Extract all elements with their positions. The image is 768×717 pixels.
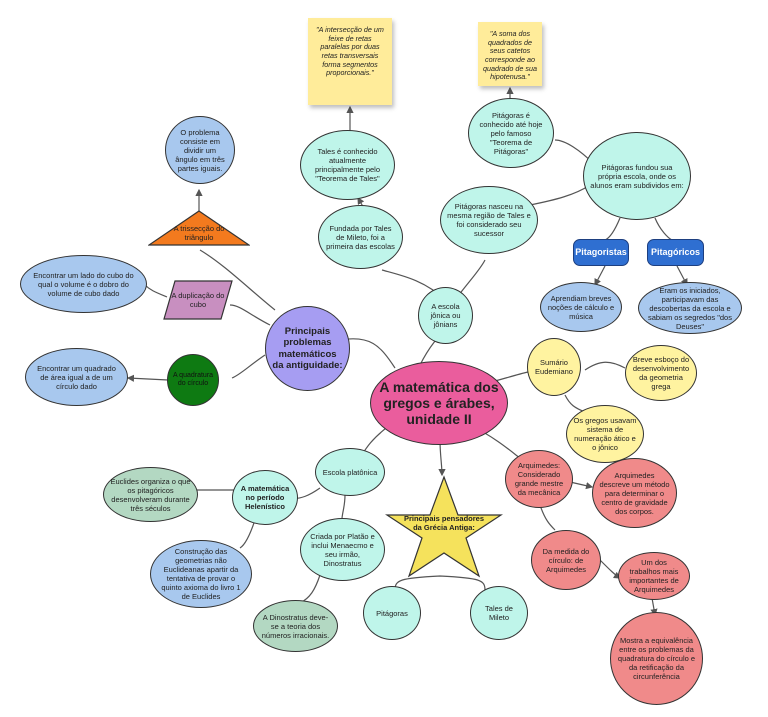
pythagoras-note: "A soma dos quadrados de seus catetos co… [478,22,542,86]
squaring-circle: A quadratura do círculo [167,354,219,406]
thales-founded: Fundada por Tales de Mileto, foi a prime… [318,205,403,269]
trisection-label: A trissecção do triângulo [173,224,225,242]
eudemian-summary: Sumário Eudemiano [527,338,581,396]
circle-measure: Da medida do círculo: de Arquimedes [531,530,601,590]
pythagoras-school: Pitágoras fundou sua própria escola, ond… [583,132,691,220]
dinostratus-node: A Dinostratus deve-se a teoria dos númer… [253,600,338,652]
problems-hub: Principais problemas matemáticos da anti… [265,306,350,391]
trisection-desc: O problema consiste em dividir um ângulo… [165,116,235,184]
pitagoricos-tag: Pitagóricos [647,239,704,266]
archimedes-node: Arquimedes: Considerado grande mestre da… [505,450,573,508]
greek-numeration: Os gregos usavam sistema de numeração át… [566,405,644,463]
central-topic: A matemática dos gregos e árabes, unidad… [370,361,508,445]
ionic-school: A escola jônica ou jônians [418,287,473,344]
pythagoras-born: Pitágoras nasceu na mesma região de Tale… [440,186,538,254]
duplication-shape [163,280,233,320]
thales-known: Tales é conhecido atualmente principalme… [300,130,395,200]
thinkers-star-shape [385,475,503,578]
plato-created: Criada por Platão e inclui Menaecmo e se… [300,518,385,581]
eudemian-brief: Breve esboço do desenvolvimento da geome… [625,345,697,401]
duplication-label: A duplicação do cubo [171,291,225,309]
duplication-desc: Encontrar um lado do cubo do qual o volu… [20,255,147,313]
non-euclid-node: Construção das geometrias não Euclideana… [150,540,252,608]
pitagoristas-tag: Pitagoristas [573,239,629,266]
euclid-node: Euclides organiza o que os pitagóricos d… [103,467,198,522]
thinker-thales: Tales de Mileto [470,586,528,640]
trisection-triangle-shape [148,210,250,246]
squaring-desc: Encontrar um quadrado de área igual a de… [25,348,128,406]
pitagoricos-desc: Eram os iniciados, participavam das desc… [638,282,742,334]
pitagoristas-desc: Aprendiam breves noções de cálculo e mús… [540,282,622,332]
platonic-school: Escola platônica [315,448,385,496]
thinkers-label: Principais pensadores da Grécia Antiga: [403,514,485,532]
equivalence-node: Mostra a equivalência entre os problemas… [610,612,703,705]
thinker-pythagoras: Pitágoras [363,586,421,640]
hellenistic-node: A matemática no período Helenístico [232,470,298,525]
thales-note: "A intersecção de um feixe de retas para… [308,18,392,105]
pythagoras-known: Pitágoras é conhecido até hoje pelo famo… [468,98,554,168]
archimedes-work: Um dos trabalhos mais importantes de Arq… [618,552,690,600]
archimedes-method: Arquimedes descreve um método para deter… [592,458,677,528]
